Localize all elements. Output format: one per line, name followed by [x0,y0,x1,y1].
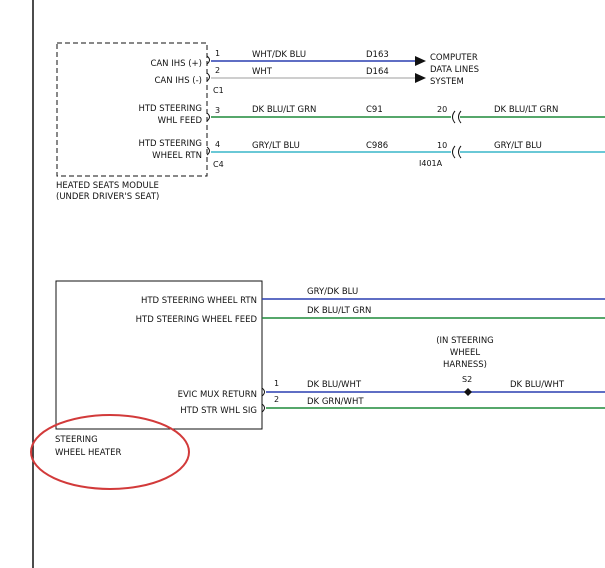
heater-label-sig: HTD STR WHL SIG [180,406,257,416]
circuit-d163: D163 [366,50,389,60]
heater-connector-bracket [261,387,265,413]
connector-c1: C1 [213,86,224,95]
cdl-line3: SYSTEM [430,77,464,87]
heated-seats-module: HEATED SEATS MODULE (UNDER DRIVER'S SEAT… [56,42,224,202]
wire-label-dk-blu-lt-grn: DK BLU/LT GRN [252,105,316,115]
wire-label-dk-blu-lt-grn-right: DK BLU/LT GRN [494,105,558,115]
heater-name-line2: WHEEL HEATER [55,448,121,458]
heater-label-feed: HTD STEERING WHEEL FEED [136,315,258,325]
cdl-line1: COMPUTER [430,53,478,63]
heater-name-line1: STEERING [55,435,98,445]
steering-wheel-heater: HTD STEERING WHEEL RTN HTD STEERING WHEE… [55,280,279,458]
wire-label-dk-blu-wht-right: DK BLU/WHT [510,380,565,390]
wire-label-dk-grn-wht: DK GRN/WHT [307,397,364,407]
pin-label-can-ihs-minus: CAN IHS (-) [154,76,202,86]
pin-number-4: 4 [215,140,220,149]
wire-label-gry-lt-blu: GRY/LT BLU [252,141,300,151]
circuit-c986: C986 [366,141,388,151]
wire-label-dk-blu-wht: DK BLU/WHT [307,380,362,390]
heater-pin-2: 2 [274,395,279,404]
inline-pin-10: 10 [437,141,447,150]
inline-connector-i401a: I401A [419,159,443,168]
wire-label-wht-dk-blu: WHT/DK BLU [252,50,306,60]
heater-pin-1: 1 [274,379,279,388]
wire-label-wht: WHT [252,67,273,77]
module-name-line1: HEATED SEATS MODULE [56,181,159,191]
inline-connector-symbol-10 [452,145,462,159]
arrow-d163 [415,56,426,66]
pin-label-htd-feed-1: HTD STEERING [138,104,202,114]
heater-label-evic: EVIC MUX RETURN [178,390,257,400]
inline-pin-20: 20 [437,105,447,114]
pin-label-htd-feed-2: WHL FEED [158,116,203,126]
connector-c1-bracket [206,55,210,82]
connector-c4-bracket [206,112,210,156]
circuit-c91: C91 [366,105,383,115]
wire-label-dk-blu-lt-grn-bottom: DK BLU/LT GRN [307,306,371,316]
pin-label-htd-rtn-1: HTD STEERING [138,139,202,149]
wire-label-gry-dk-blu: GRY/DK BLU [307,287,358,297]
heater-box [55,280,263,430]
heater-label-rtn: HTD STEERING WHEEL RTN [141,296,257,306]
top-wires: WHT/DK BLU D163 WHT D164 COMPUTER DATA L… [211,50,605,168]
pin-label-htd-rtn-2: WHEEL RTN [152,151,202,161]
bottom-wires: GRY/DK BLU DK BLU/LT GRN DK BLU/WHT DK B… [262,287,605,409]
arrow-d164 [415,73,426,83]
splice-s2-label: S2 [462,375,472,384]
pin-number-3: 3 [215,106,220,115]
connector-c4: C4 [213,160,224,169]
highlight-circle [30,414,190,490]
pin-number-1: 1 [215,49,220,58]
pin-number-2: 2 [215,66,220,75]
splice-note-line3: HARNESS) [443,360,487,370]
wire-label-gry-lt-blu-right: GRY/LT BLU [494,141,542,151]
cdl-line2: DATA LINES [430,65,479,75]
pin-label-can-ihs-plus: CAN IHS (+) [150,59,202,69]
module-name-line2: (UNDER DRIVER'S SEAT) [56,192,159,202]
splice-s2-dot [464,388,472,396]
inline-connector-symbol-20 [452,110,462,124]
splice-note-line1: (IN STEERING [436,336,494,346]
circuit-d164: D164 [366,67,389,77]
splice-note-line2: WHEEL [450,348,481,358]
module-dashed-outline [56,42,208,177]
